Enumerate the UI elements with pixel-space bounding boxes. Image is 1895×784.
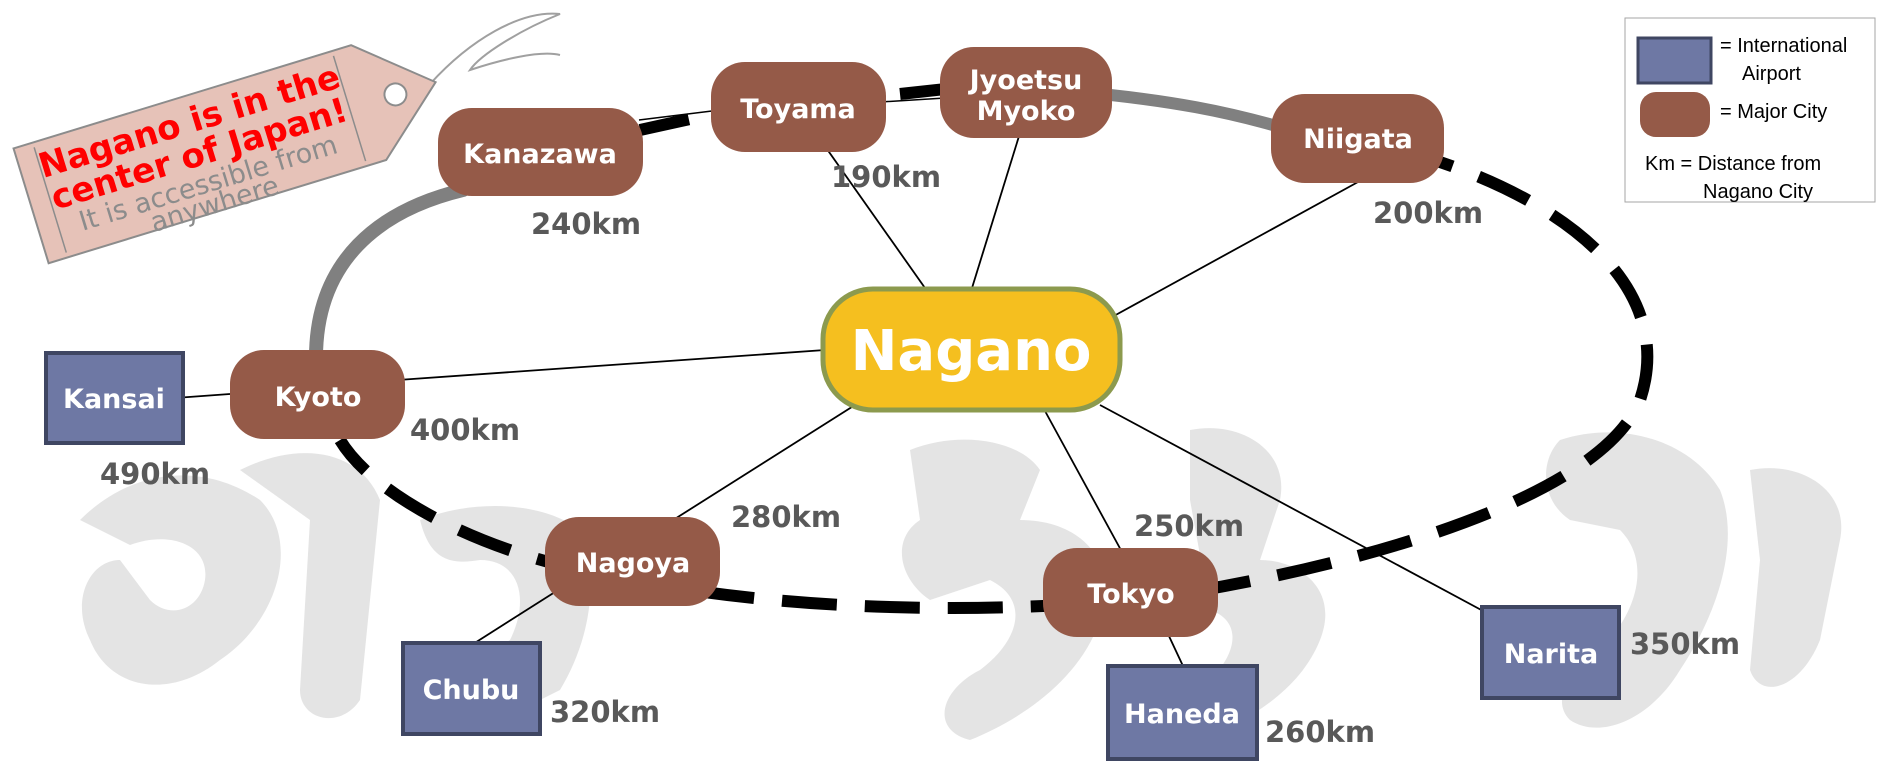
distance-haneda: 260km <box>1265 715 1375 749</box>
railway-solid-west <box>308 183 470 367</box>
legend-airport-line1: = International <box>1720 35 1847 57</box>
legend-airport-line2: Airport <box>1742 63 1801 85</box>
city-label: Jyoetsu <box>968 65 1083 96</box>
airport-kansai[interactable]: Kansai <box>44 351 185 445</box>
airport-haneda[interactable]: Haneda <box>1106 664 1259 761</box>
city-niigata[interactable]: Niigata <box>1271 94 1444 183</box>
distance-chubu: 320km <box>550 695 660 729</box>
city-kanazawa[interactable]: Kanazawa <box>438 108 643 196</box>
airport-label: Haneda <box>1124 699 1240 730</box>
city-nagoya[interactable]: Nagoya <box>545 517 720 606</box>
railway-thin-links <box>638 97 946 121</box>
city-jyoetsu-myoko[interactable]: Jyoetsu Myoko <box>940 47 1112 138</box>
tag-hole <box>383 82 408 107</box>
distance-kyoto: 400km <box>410 413 520 447</box>
city-label: Niigata <box>1303 124 1413 155</box>
city-label: Myoko <box>977 96 1076 127</box>
city-label: Tokyo <box>1087 579 1175 610</box>
calligraphy-watermark <box>80 428 1842 740</box>
airport-label: Kansai <box>63 384 165 415</box>
legend-km-line1: Km = Distance from <box>1645 153 1821 175</box>
distance-kanazawa: 240km <box>531 207 641 241</box>
city-label: Nagoya <box>576 548 691 579</box>
legend-airport-swatch <box>1636 36 1713 85</box>
distance-narita: 350km <box>1630 627 1740 661</box>
city-label: Kanazawa <box>463 139 617 170</box>
tag-string <box>429 12 561 85</box>
legend-city-label: = Major City <box>1720 101 1827 123</box>
hub-nagano[interactable]: Nagano <box>820 286 1123 413</box>
distance-toyama: 190km <box>831 160 941 194</box>
airport-label: Narita <box>1504 639 1599 670</box>
city-label: Kyoto <box>275 382 362 413</box>
city-toyama[interactable]: Toyama <box>711 62 886 152</box>
legend-km-line2: Nagano City <box>1703 181 1813 203</box>
distance-labels: 190km 240km 200km 400km 490km 280km 250k… <box>100 160 1740 749</box>
airport-chubu[interactable]: Chubu <box>401 641 542 736</box>
city-kyoto[interactable]: Kyoto <box>230 350 405 439</box>
airport-narita[interactable]: Narita <box>1480 605 1621 700</box>
distance-tokyo: 250km <box>1134 509 1244 543</box>
distance-nagoya: 280km <box>731 500 841 534</box>
tag-body <box>12 44 438 265</box>
legend-city-swatch <box>1640 92 1710 137</box>
airport-label: Chubu <box>423 675 520 706</box>
hub-label: Nagano <box>851 319 1092 384</box>
distance-kansai: 490km <box>100 457 210 491</box>
legend: = International Airport = Major City Km … <box>1624 17 1876 203</box>
city-label: Toyama <box>740 94 856 125</box>
distance-niigata: 200km <box>1373 196 1483 230</box>
city-tokyo[interactable]: Tokyo <box>1043 548 1218 637</box>
